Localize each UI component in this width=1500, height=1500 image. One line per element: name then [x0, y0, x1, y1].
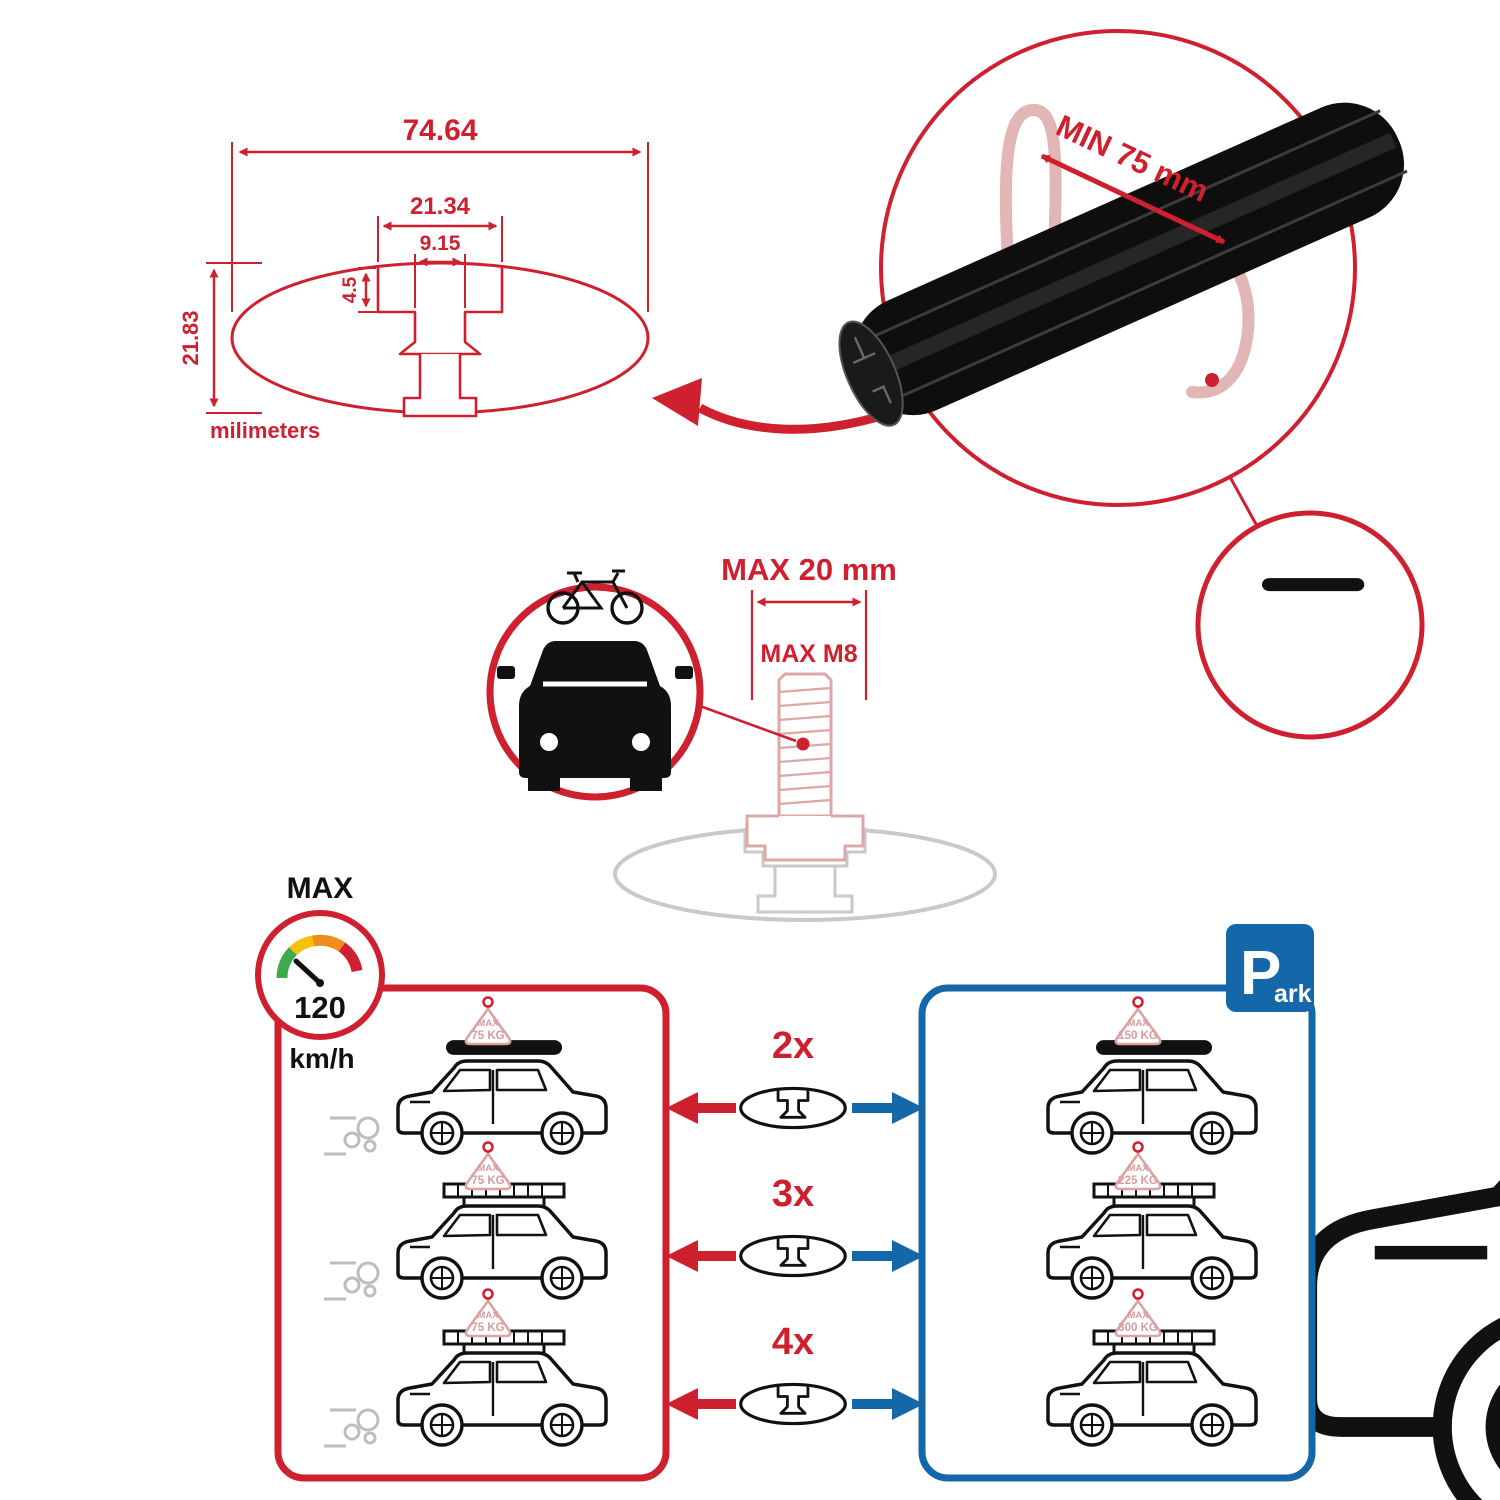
count-row-3: 4x	[666, 1321, 924, 1426]
bolt-dimension-diagram: MAX 20 mm MAX M8	[613, 552, 997, 922]
right-arrow-icon	[892, 1388, 924, 1420]
dim-inner-width: 9.15	[414, 232, 466, 308]
load-value: 75 KG	[471, 1030, 504, 1042]
speed-unit: km/h	[289, 1043, 354, 1074]
right-arrow-shaft	[852, 1103, 892, 1113]
load-value: 75 KG	[471, 1175, 504, 1187]
suv-roofbox-circle-outline	[1195, 510, 1425, 740]
dim-total-height-label: 21.83	[178, 310, 203, 365]
load-max-label: MAX	[477, 1163, 499, 1174]
crossbar-count-column: 2x 3x 4x	[666, 1025, 924, 1426]
right-arrow-icon	[892, 1240, 924, 1272]
parking-car-3: MAX 300 KG	[1046, 1288, 1258, 1447]
load-value: 75 KG	[471, 1322, 504, 1334]
count-label: 3x	[772, 1173, 814, 1215]
speed-gauge-needle	[293, 958, 323, 986]
crossbar-3d	[838, 102, 1408, 427]
faded-bolt	[745, 672, 865, 862]
left-arrow-icon	[666, 1240, 698, 1272]
park-sign-plate	[1226, 924, 1314, 1012]
load-max-label: MAX	[477, 1310, 499, 1321]
load-max-label: MAX	[1127, 1018, 1149, 1029]
detail-pointer-arrow	[652, 378, 890, 434]
profile-mini-icon	[739, 1234, 847, 1278]
suv-side-icon	[1305, 1020, 1500, 1500]
left-arrow-icon	[666, 1388, 698, 1420]
circle-connector-line	[1228, 476, 1259, 527]
bolt-callout-line	[699, 704, 797, 743]
profile-mini-icon	[739, 1086, 847, 1130]
fixing-point-dot	[1205, 373, 1219, 387]
bicycle-icon	[546, 569, 644, 625]
right-arrow-shaft	[852, 1399, 892, 1409]
profile-foot-shape	[402, 354, 478, 418]
driving-car-3: MAX 75 KG	[322, 1288, 608, 1448]
park-sign: P ark	[1226, 924, 1314, 1012]
count-label: 4x	[772, 1321, 814, 1363]
load-max-label: MAX	[1127, 1310, 1149, 1321]
driving-panel: MAX 120 km/h MAX 75 KG	[255, 872, 670, 1482]
dim-lip-height-label: 4.5	[340, 276, 361, 303]
load-max-label: MAX	[477, 1018, 499, 1029]
left-arrow-shaft	[696, 1251, 736, 1261]
load-max-label: MAX	[1127, 1163, 1149, 1174]
park-sign-letter: P	[1240, 939, 1281, 1008]
suv-roofbox-circle	[1195, 510, 1500, 1500]
speed-gauge-badge: MAX 120 km/h	[255, 872, 385, 1074]
left-arrow-icon	[666, 1092, 698, 1124]
bolt-callout-dot	[796, 737, 810, 751]
count-label: 2x	[772, 1025, 814, 1067]
dim-lip-height: 4.5	[340, 267, 413, 313]
right-arrow-icon	[892, 1092, 924, 1124]
park-sign-suffix: ark	[1274, 980, 1312, 1008]
roofbox-icon	[1262, 578, 1365, 592]
left-arrow-shaft	[696, 1103, 736, 1113]
speed-gauge-pivot	[316, 979, 324, 987]
unit-label: milimeters	[210, 418, 320, 443]
dim-total-width-label: 74.64	[402, 114, 477, 147]
dim-slot-width: 21.34	[377, 193, 503, 262]
load-value: 225 KG	[1118, 1175, 1158, 1187]
count-row-1: 2x	[666, 1025, 924, 1130]
bar-detail-circle: MIN 75 mm	[838, 29, 1408, 527]
dim-max-thread-label: MAX M8	[760, 640, 857, 668]
dim-total-height: 21.83	[178, 262, 262, 414]
driving-car-1: MAX 75 KG	[322, 996, 608, 1156]
load-value: 300 KG	[1118, 1322, 1158, 1334]
car-front-bike-circle	[486, 569, 704, 801]
count-row-2: 3x	[666, 1173, 924, 1278]
speed-gauge-circle	[255, 910, 385, 1040]
parking-car-2: MAX 225 KG	[1046, 1141, 1258, 1300]
speed-value: 120	[294, 990, 346, 1025]
dim-slot-width-label: 21.34	[410, 193, 471, 220]
parking-panel: P ark MAX 150 KG MAX 225 KG MAX 300 KG	[918, 924, 1316, 1482]
left-arrow-shaft	[696, 1399, 736, 1409]
parking-car-1: MAX 150 KG	[1046, 996, 1258, 1155]
speed-max-label: MAX	[287, 872, 354, 905]
profile-dimension-diagram: 74.64 21.34 9.15 4.5 21.83	[178, 114, 890, 443]
car-front-icon	[497, 641, 693, 791]
profile-mini-icon	[739, 1382, 847, 1426]
dim-max-slot-label: MAX 20 mm	[721, 552, 897, 587]
dim-inner-width-label: 9.15	[420, 232, 461, 255]
dim-total-width: 74.64	[231, 114, 649, 312]
driving-car-2: MAX 75 KG	[322, 1141, 608, 1301]
speed-gauge-arc	[276, 934, 363, 979]
right-arrow-shaft	[852, 1251, 892, 1261]
load-value: 150 KG	[1118, 1030, 1158, 1042]
